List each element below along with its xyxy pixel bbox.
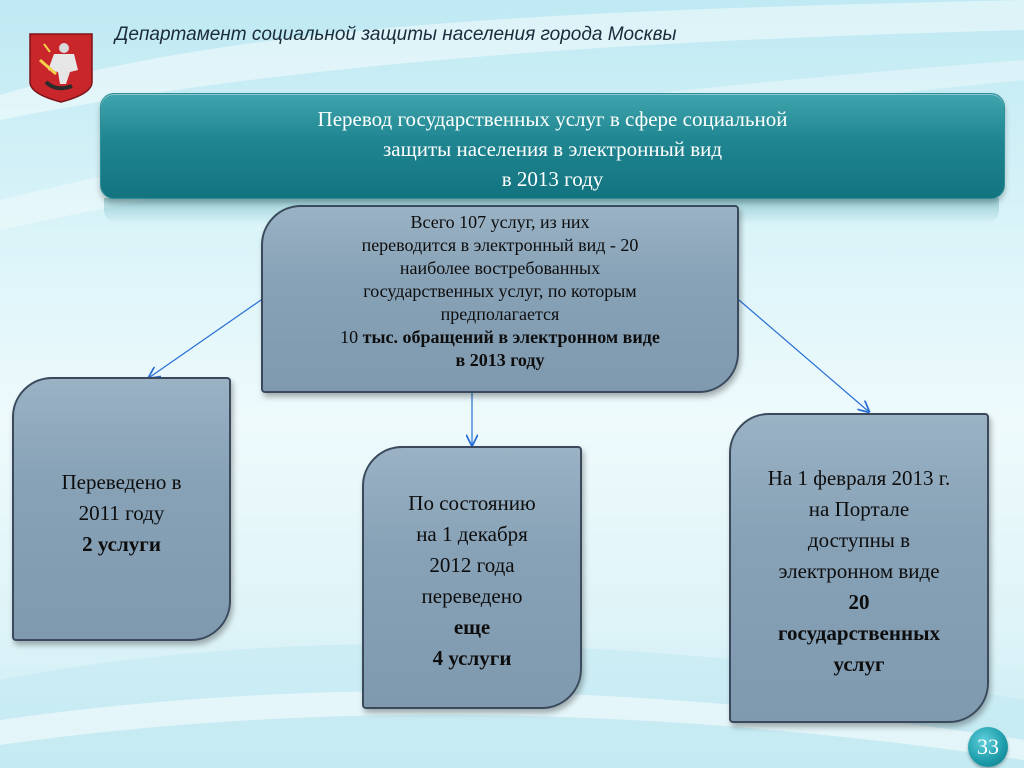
mid-line-4: переведено bbox=[421, 584, 523, 608]
right-line-1: На 1 февраля 2013 г. bbox=[767, 466, 951, 490]
mid-line-3: 2012 года bbox=[429, 553, 515, 577]
center-line-5: предполагается bbox=[440, 304, 560, 324]
mid-line-5: еще bbox=[453, 615, 491, 639]
left-line-bold: 2 услуги bbox=[82, 532, 161, 556]
mid-line-2: на 1 декабря bbox=[416, 522, 528, 546]
left-line-2: 2011 году bbox=[78, 501, 165, 525]
mid-line-6: 4 услуги bbox=[432, 646, 512, 670]
right-line-4: электронном виде bbox=[778, 559, 940, 583]
portal-available-box: На 1 февраля 2013 г. на Портале доступны… bbox=[729, 413, 989, 723]
slide-title-box: Перевод государственных услуг в сфере со… bbox=[100, 93, 1005, 199]
converted-2011-box: Переведено в 2011 году 2 услуги bbox=[12, 377, 231, 641]
right-line-2: на Портале bbox=[808, 497, 910, 521]
title-line-3: в 2013 году bbox=[501, 167, 604, 191]
center-line-6-prefix: 10 bbox=[340, 327, 363, 347]
center-line-6-bold: тыс. обращений в электронном виде bbox=[362, 327, 660, 347]
arrow-to-left-box bbox=[150, 299, 262, 377]
arrow-to-right-box bbox=[738, 299, 868, 411]
right-line-6: государственных bbox=[778, 621, 940, 645]
right-line-3: доступны в bbox=[807, 528, 911, 552]
left-line-1: Переведено в bbox=[61, 470, 182, 494]
title-line-2: защиты населения в электронный вид bbox=[382, 137, 723, 161]
right-line-5: 20 bbox=[848, 590, 870, 614]
center-line-4: государственных услуг, по которым bbox=[363, 281, 637, 301]
moscow-coat-of-arms-icon bbox=[29, 33, 93, 103]
center-line-2: переводится в электронный вид - 20 bbox=[361, 235, 639, 255]
center-line-1: Всего 107 услуг, из них bbox=[410, 212, 590, 232]
title-line-1: Перевод государственных услуг в сфере со… bbox=[317, 107, 788, 131]
mid-line-1: По состоянию bbox=[408, 491, 536, 515]
page-number-badge: 33 bbox=[968, 727, 1008, 767]
total-services-box: Всего 107 услуг, из них переводится в эл… bbox=[261, 205, 739, 393]
converted-2012-box: По состоянию на 1 декабря 2012 года пере… bbox=[362, 446, 582, 709]
center-line-3: наиболее востребованных bbox=[399, 258, 601, 278]
center-line-6: 10 тыс. обращений в электронном виде bbox=[263, 326, 737, 349]
center-line-7: в 2013 году bbox=[455, 350, 545, 370]
department-header: Департамент социальной защиты населения … bbox=[115, 24, 677, 45]
right-line-7: услуг bbox=[833, 652, 885, 676]
